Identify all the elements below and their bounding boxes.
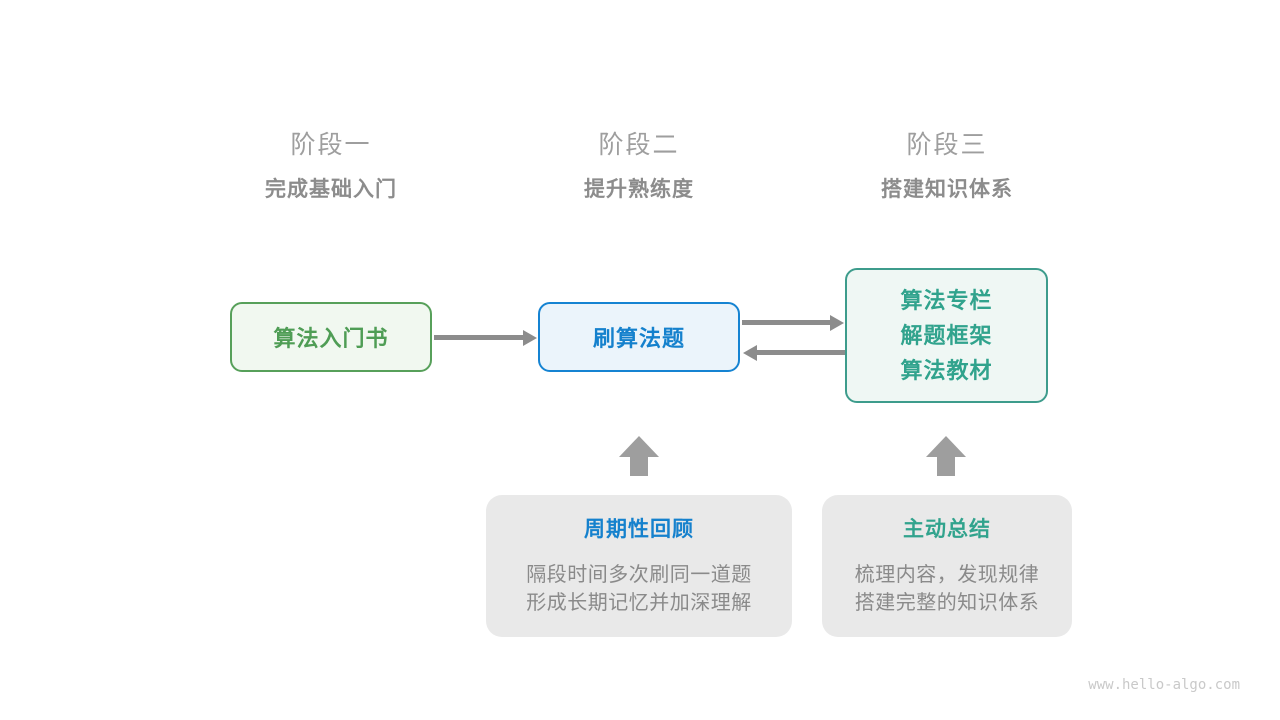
arrow-stage1-to-stage2 — [434, 335, 524, 340]
active-summary-body: 梳理内容，发现规律 搭建完整的知识体系 — [822, 561, 1072, 617]
practice-problems-box: 刷算法题 — [538, 302, 740, 372]
arrow-stage2-to-stage3 — [742, 320, 831, 325]
intro-book-box: 算法入门书 — [230, 302, 432, 372]
stage1-subtitle: 完成基础入门 — [265, 178, 397, 201]
knowledge-sources-line-2: 解题框架 — [900, 323, 993, 348]
active-summary-line-2: 搭建完整的知识体系 — [854, 592, 1040, 614]
active-summary-line-1: 梳理内容，发现规律 — [854, 564, 1040, 586]
arrow-stem — [630, 457, 648, 476]
arrow-stem — [937, 457, 955, 476]
periodic-review-line-2: 形成长期记忆并加深理解 — [526, 592, 752, 614]
arrow-head — [926, 436, 966, 457]
knowledge-sources-line-3: 算法教材 — [900, 358, 993, 383]
knowledge-sources-line-1: 算法专栏 — [900, 288, 993, 313]
periodic-review-body: 隔段时间多次刷同一道题 形成长期记忆并加深理解 — [486, 561, 792, 617]
knowledge-sources-box: 算法专栏 解题框架 算法教材 — [845, 268, 1048, 403]
active-summary-card: 主动总结 梳理内容，发现规律 搭建完整的知识体系 — [822, 495, 1072, 637]
stage1-header: 阶段一 完成基础入门 — [181, 130, 481, 203]
stage1-title: 阶段一 — [290, 131, 372, 159]
arrow-summary-up-icon — [926, 436, 966, 476]
site-watermark: www.hello-algo.com — [1088, 677, 1240, 693]
stage3-subtitle: 搭建知识体系 — [881, 178, 1013, 201]
stage3-title: 阶段三 — [906, 131, 988, 159]
arrow-review-up-icon — [619, 436, 659, 476]
intro-book-label: 算法入门书 — [273, 326, 389, 351]
practice-problems-label: 刷算法题 — [592, 326, 685, 351]
periodic-review-card: 周期性回顾 隔段时间多次刷同一道题 形成长期记忆并加深理解 — [486, 495, 792, 637]
stage2-subtitle: 提升熟练度 — [584, 178, 694, 201]
arrow-stage3-to-stage2 — [756, 350, 845, 355]
stage3-header: 阶段三 搭建知识体系 — [797, 130, 1097, 203]
periodic-review-title: 周期性回顾 — [584, 518, 694, 541]
stage2-header: 阶段二 提升熟练度 — [489, 130, 789, 203]
stage2-title: 阶段二 — [598, 131, 680, 159]
periodic-review-line-1: 隔段时间多次刷同一道题 — [526, 564, 752, 586]
arrow-head — [619, 436, 659, 457]
active-summary-title: 主动总结 — [903, 518, 991, 541]
